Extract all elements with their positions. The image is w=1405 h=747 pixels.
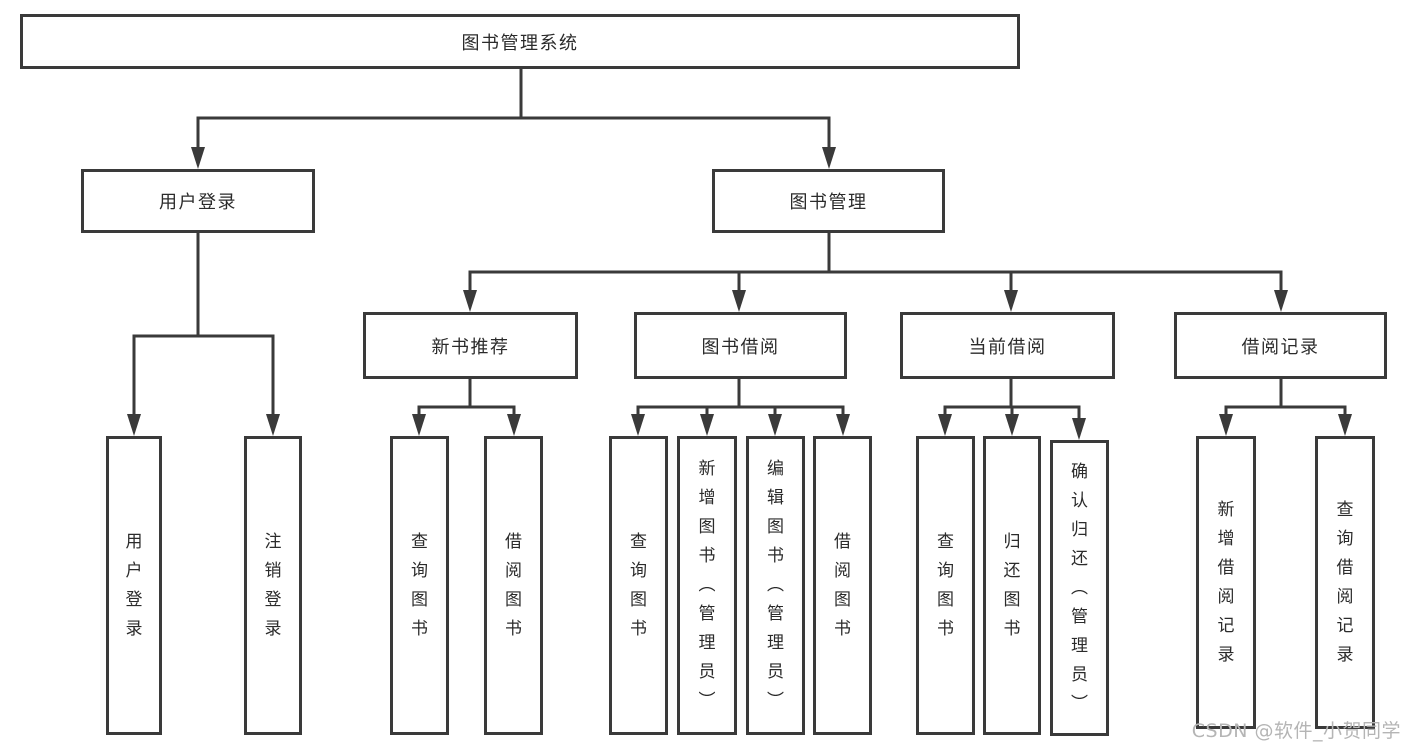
leaf-query-books: 查询图书 [609, 436, 668, 735]
leaf-user-login: 用户登录 [106, 436, 162, 735]
node-current-borrow: 当前借阅 [900, 312, 1115, 379]
node-book-borrow-label: 图书借阅 [701, 336, 780, 358]
connector-newbook-to-leaves [417, 379, 516, 416]
leaf-logout: 注销登录 [244, 436, 302, 735]
node-user-login: 用户登录 [81, 169, 315, 233]
node-current-borrow-label: 当前借阅 [968, 336, 1047, 358]
csdn-watermark: CSDN @软件_小贺同学 [1191, 720, 1401, 742]
connector-root-to-level2 [196, 69, 831, 150]
node-borrow-records-label: 借阅记录 [1241, 336, 1320, 358]
connector-borrowrecords-to-leaves [1224, 379, 1347, 416]
node-borrow-records: 借阅记录 [1174, 312, 1387, 379]
leaf-borrow-books: 借阅图书 [813, 436, 872, 735]
node-book-borrow: 图书借阅 [634, 312, 847, 379]
node-book-management-label: 图书管理 [789, 192, 868, 213]
leaf-query-borrow-record: 查询借阅记录 [1315, 436, 1375, 729]
connector-bookborrow-to-leaves [636, 379, 845, 416]
arrowheads [127, 147, 1352, 440]
leaf-confirm-return-admin: 确认归还︵管理员︶ [1050, 440, 1109, 736]
leaf-add-borrow-record: 新增借阅记录 [1196, 436, 1256, 729]
node-user-login-label: 用户登录 [159, 192, 237, 213]
connector-currentborrow-to-leaves [943, 379, 1081, 420]
connector-userlogin-to-leaves [132, 233, 275, 416]
node-book-management: 图书管理 [712, 169, 945, 233]
node-new-book-recommend: 新书推荐 [363, 312, 578, 379]
root-node-label: 图书管理系统 [461, 32, 579, 54]
leaf-query-books: 查询图书 [390, 436, 449, 735]
leaf-return-books: 归还图书 [983, 436, 1041, 735]
leaf-borrow-books: 借阅图书 [484, 436, 543, 735]
connector-bookmgmt-to-level3 [468, 233, 1283, 292]
root-node-library-system: 图书管理系统 [20, 14, 1020, 69]
leaf-query-books: 查询图书 [916, 436, 975, 735]
node-new-book-recommend-label: 新书推荐 [431, 336, 510, 358]
leaf-add-books-admin: 新增图书︵管理员︶ [677, 436, 737, 735]
leaf-edit-books-admin: 编辑图书︵管理员︶ [746, 436, 805, 735]
